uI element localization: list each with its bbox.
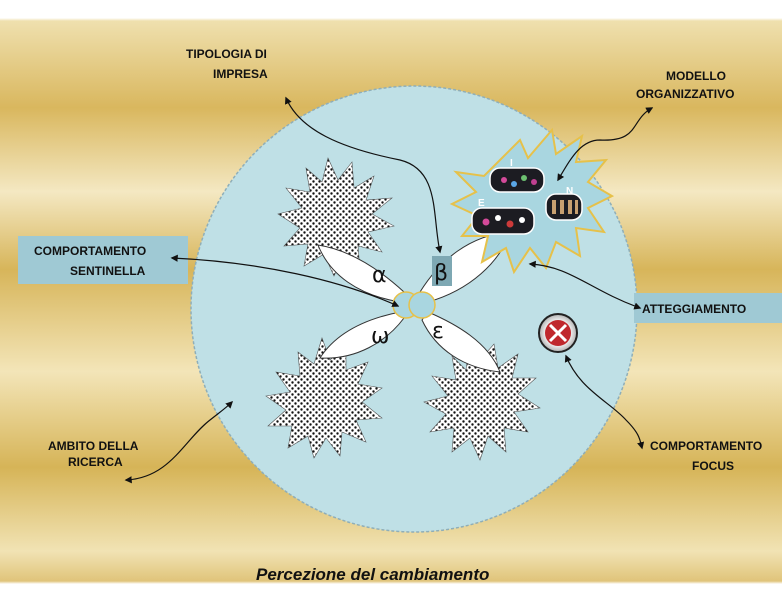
label-modello-line2: ORGANIZZATIVO	[636, 87, 734, 101]
greek-beta: β	[434, 261, 448, 286]
label-tipologia-line1: TIPOLOGIA DI	[186, 47, 267, 61]
greek-omega: ω	[371, 324, 389, 349]
label-tipologia-line2: IMPRESA	[213, 67, 268, 81]
arrow-sentinella	[170, 254, 400, 307]
arrow-atteggiamento	[528, 260, 642, 310]
badge-n: N	[545, 186, 583, 221]
stop-icon	[538, 313, 578, 353]
greek-alpha: α	[372, 263, 387, 288]
label-focus-line1: COMPORTAMENTO	[650, 439, 762, 453]
label-ambito-line2: RICERCA	[68, 455, 123, 469]
badge-n-letter: N	[566, 186, 573, 197]
label-modello-line1: MODELLO	[666, 69, 726, 83]
diagram-caption: Percezione del cambiamento	[256, 565, 489, 584]
badge-i-letter: I	[510, 158, 513, 169]
badge-i: I	[489, 158, 545, 193]
arrow-tipologia	[285, 96, 443, 254]
badge-e: E	[471, 198, 535, 235]
arrow-focus	[564, 354, 645, 450]
beta-box	[432, 256, 452, 286]
label-sentinella-line2: SENTINELLA	[70, 264, 146, 278]
center-node-right	[408, 291, 436, 319]
petal-epsilon	[421, 311, 501, 373]
petal-omega	[319, 311, 405, 359]
arrow-ambito	[124, 400, 234, 484]
label-ambito-line1: AMBITO DELLA	[48, 439, 139, 453]
arrow-modello	[557, 107, 654, 182]
label-focus-line2: FOCUS	[692, 459, 734, 473]
atteggiamento-label-box	[634, 293, 782, 323]
greek-epsilon: ε	[432, 319, 444, 344]
badge-e-letter: E	[478, 198, 485, 209]
label-atteggiamento: ATTEGGIAMENTO	[642, 302, 746, 316]
label-sentinella-line1: COMPORTAMENTO	[34, 244, 146, 258]
sentinella-label-box	[18, 236, 188, 284]
dotted-burst-bottom-right	[423, 338, 541, 461]
dotted-burst-bottom-left	[265, 337, 383, 459]
